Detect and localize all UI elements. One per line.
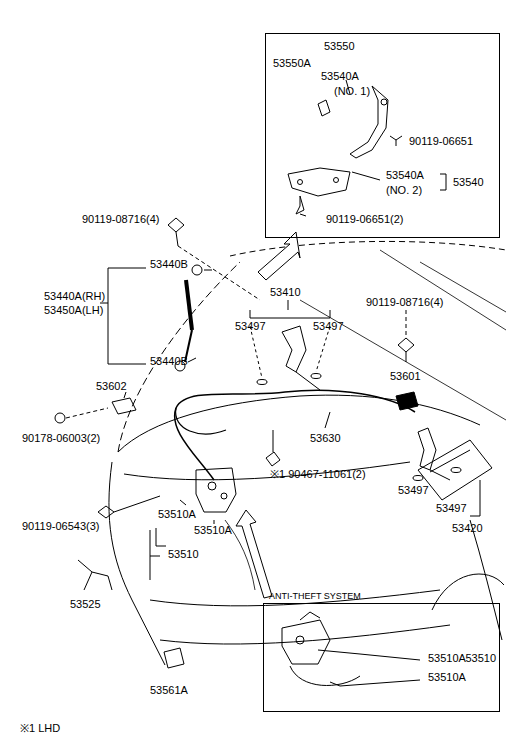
- lever: [78, 560, 112, 590]
- hood-outline: [118, 262, 240, 452]
- part-number: (NO. 2): [386, 184, 422, 196]
- hood-lock: [282, 620, 330, 664]
- part-number: 53440B: [150, 355, 188, 367]
- fender-right: [432, 520, 504, 640]
- part-number: 90119-06543(3): [22, 520, 99, 532]
- part-number: 53540A: [386, 169, 424, 181]
- release-cable: [176, 408, 226, 434]
- part-number: 53497: [398, 484, 429, 496]
- part-number: 53440A(RH): [44, 290, 105, 302]
- part-number: 53601: [390, 370, 421, 382]
- hole: [334, 178, 339, 183]
- inset-box: ANTI-THEFT SYSTEM53510A5351053510A: [263, 603, 500, 712]
- leader-line: [325, 412, 330, 428]
- washer: [257, 380, 267, 385]
- part-number: 53497: [235, 320, 266, 332]
- part-number: 53510: [465, 652, 496, 664]
- lock-pivot: [221, 493, 227, 499]
- fender-left: [109, 462, 165, 665]
- pad: [164, 648, 184, 668]
- part-number: 90178-06003(2): [22, 432, 100, 444]
- part-number: 90119-08716(4): [82, 213, 159, 225]
- part-number: 53510A: [194, 524, 232, 536]
- bushing: [318, 100, 330, 116]
- part-number: 53630: [310, 432, 341, 444]
- part-number: 90119-06651(2): [326, 213, 403, 225]
- part-number: 53497: [436, 502, 467, 514]
- washer: [311, 374, 321, 379]
- part-number: 53550A: [273, 57, 311, 69]
- part-number: 53602: [96, 380, 127, 392]
- part-number: (NO. 1): [334, 85, 370, 97]
- bumper: [150, 590, 450, 644]
- switch-wire: [290, 650, 420, 686]
- part-number: 53525: [70, 598, 101, 610]
- part-number: 53540A: [321, 70, 359, 82]
- bolt: [98, 496, 160, 518]
- switch: [300, 612, 320, 620]
- leader-line: [250, 326, 330, 378]
- hinge-base: [288, 168, 350, 196]
- inset-box: 53550 53550A 53540A (NO. 1) 90119-06651 53540…: [265, 33, 500, 238]
- part-number: 53540: [453, 176, 484, 188]
- bracket: [470, 480, 480, 516]
- washer: [413, 476, 423, 481]
- part-number: 90119-06651: [409, 135, 473, 147]
- part-number: 53510A: [428, 652, 466, 664]
- part-number: 53440B: [150, 258, 188, 270]
- part-number: 53561A: [150, 684, 188, 696]
- cushion: [396, 392, 418, 410]
- lock-pivot: [296, 636, 304, 644]
- part-number: 53497: [313, 320, 344, 332]
- windshield-base: [230, 241, 506, 256]
- bracket: [100, 268, 146, 364]
- hood-hinge: [418, 428, 450, 480]
- clamp: [266, 430, 280, 466]
- leader-line: [188, 270, 212, 362]
- hood-support-strut: [186, 280, 192, 330]
- leader-line: [406, 310, 407, 336]
- bracket: [156, 528, 166, 546]
- leader-line: [66, 408, 108, 418]
- leader-line: [178, 246, 260, 300]
- note: ※1 90467-11061(2): [270, 468, 366, 480]
- release-cable: [175, 390, 415, 480]
- clip: [55, 413, 65, 423]
- part-number: 53450A(LH): [44, 304, 103, 316]
- part-number: 53510A: [428, 671, 466, 683]
- hood-hinge: [282, 326, 320, 390]
- inset-heading: ANTI-THEFT SYSTEM: [269, 590, 361, 602]
- part-number: 53410: [270, 286, 301, 298]
- view-arrow: [236, 510, 272, 598]
- hole: [298, 180, 303, 185]
- ball-stud: [192, 265, 202, 275]
- hood-lock: [196, 468, 236, 512]
- part-number: 90119-08716(4): [366, 296, 443, 308]
- bolt: [398, 338, 414, 362]
- bolt: [296, 196, 306, 216]
- part-number: 53420: [452, 522, 483, 534]
- bolt: [168, 218, 184, 246]
- pivot: [381, 99, 387, 105]
- part-number: 53510A: [158, 508, 196, 520]
- cable-clip: [112, 392, 136, 414]
- part-number: 53550: [324, 40, 355, 52]
- note: ※1 LHD: [20, 722, 60, 734]
- leader-line: [150, 500, 214, 580]
- view-arrow: [258, 232, 300, 280]
- grille-line: [124, 462, 410, 480]
- bracket: [250, 300, 330, 318]
- body-line: [300, 250, 506, 420]
- part-number: 53510: [168, 548, 199, 560]
- hood-edge: [118, 395, 480, 452]
- lock-pivot: [208, 482, 216, 490]
- washer: [451, 468, 461, 473]
